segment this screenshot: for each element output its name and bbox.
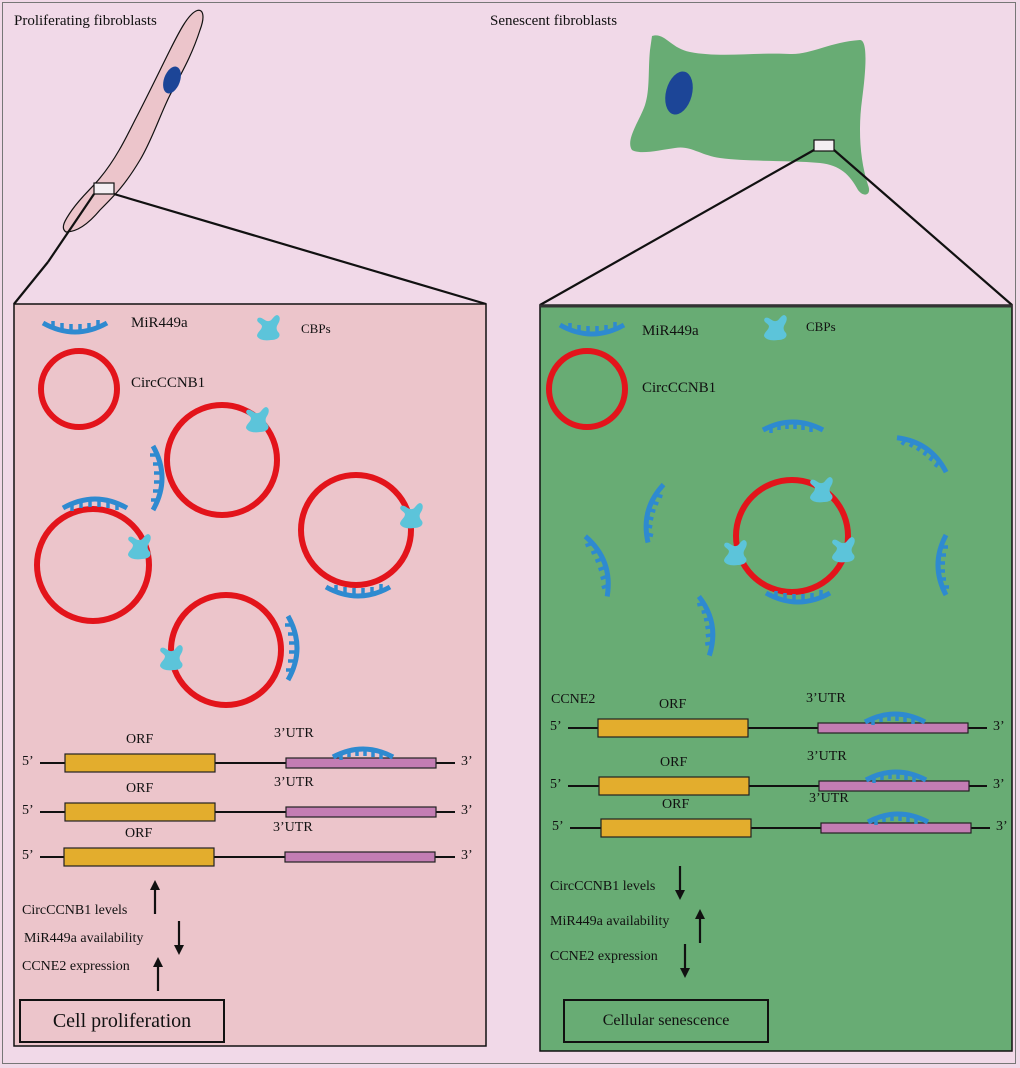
cbp-legend-label: CBPs — [806, 319, 836, 334]
zoom-region-marker-left — [93, 182, 115, 195]
three-prime-label: 3’ — [461, 848, 473, 863]
five-prime-label: 5’ — [550, 777, 562, 792]
gene-diagram — [570, 814, 990, 838]
senescent-cell-nucleus — [665, 71, 693, 115]
orf-label: ORF — [660, 755, 688, 770]
circrna-legend-icon — [546, 348, 628, 430]
circrna-bound — [34, 506, 152, 624]
left-gene-diagrams — [40, 749, 455, 867]
effect-label: CircCCNB1 levels — [22, 903, 128, 918]
orf-box — [597, 718, 749, 738]
circrna-central — [733, 477, 851, 595]
outcome-box-proliferation: Cell proliferation — [19, 999, 225, 1043]
arrow-up-head — [695, 909, 705, 919]
proliferating-cell-title: Proliferating fibroblasts — [14, 13, 157, 29]
five-prime-label: 5’ — [22, 848, 34, 863]
utr-box — [285, 757, 437, 769]
gene-diagram — [40, 749, 455, 773]
effect-label: CCNE2 expression — [22, 959, 130, 974]
utr-label: 3’UTR — [274, 775, 314, 790]
orf-box — [600, 818, 752, 838]
senescent-panel — [539, 304, 1013, 1052]
zoom-region-marker-right — [813, 139, 835, 152]
left-effect-arrows — [150, 880, 184, 991]
orf-box — [63, 847, 215, 867]
effect-label: MiR449a availability — [550, 914, 670, 929]
three-prime-label: 3’ — [993, 777, 1005, 792]
circrna-legend-label: CircCCNB1 — [131, 375, 206, 391]
utr-label: 3’UTR — [273, 820, 313, 835]
gene-diagram — [40, 802, 455, 822]
arrow-down-head — [174, 945, 184, 955]
proliferating-cell-nucleus — [163, 66, 181, 94]
orf-box — [598, 776, 750, 796]
three-prime-label: 3’ — [461, 803, 473, 818]
orf-label: ORF — [126, 732, 154, 747]
orf-box — [64, 802, 216, 822]
senescent-cell-body — [630, 35, 870, 195]
utr-label: 3’UTR — [809, 791, 849, 806]
five-prime-label: 5’ — [22, 803, 34, 818]
mirna-legend-label: MiR449a — [131, 315, 188, 331]
outcome-label: Cell proliferation — [52, 1009, 192, 1032]
arrow-down-head — [680, 968, 690, 978]
utr-box — [818, 780, 970, 792]
mirna-legend-label: MiR449a — [642, 323, 699, 339]
arrow-down-head — [675, 890, 685, 900]
effect-label: CCNE2 expression — [550, 949, 658, 964]
cbp-legend-label: CBPs — [301, 321, 331, 336]
utr-label: 3’UTR — [274, 726, 314, 741]
orf-label: ORF — [662, 797, 690, 812]
outcome-box-senescence: Cellular senescence — [563, 999, 769, 1043]
effect-label: CircCCNB1 levels — [550, 879, 656, 894]
circrna-legend-icon — [38, 348, 120, 430]
utr-box — [284, 851, 436, 863]
gene-name-label: CCNE2 — [551, 692, 596, 707]
circrna-bound — [298, 472, 414, 588]
three-prime-label: 3’ — [996, 819, 1008, 834]
outcome-label: Cellular senescence — [602, 1012, 730, 1029]
circrna-legend-label: CircCCNB1 — [642, 380, 717, 396]
five-prime-label: 5’ — [552, 819, 564, 834]
orf-label: ORF — [126, 781, 154, 796]
right-gene-diagrams — [568, 714, 990, 838]
orf-box — [64, 753, 216, 773]
circrna-bound — [168, 592, 284, 708]
utr-box — [285, 806, 437, 818]
utr-label: 3’UTR — [807, 749, 847, 764]
gene-diagram — [568, 772, 987, 796]
right-effect-arrows — [675, 866, 705, 978]
effect-label: MiR449a availability — [24, 931, 144, 946]
utr-label: 3’UTR — [806, 691, 846, 706]
gene-diagram — [568, 714, 987, 738]
orf-label: ORF — [659, 697, 687, 712]
orf-label: ORF — [125, 826, 153, 841]
three-prime-label: 3’ — [461, 754, 473, 769]
utr-box — [820, 822, 972, 834]
arrow-up-head — [153, 957, 163, 967]
arrow-up-head — [150, 880, 160, 890]
utr-box — [817, 722, 969, 734]
senescent-cell-title: Senescent fibroblasts — [490, 13, 618, 29]
circrna-bound — [164, 402, 280, 518]
five-prime-label: 5’ — [550, 719, 562, 734]
five-prime-label: 5’ — [22, 754, 34, 769]
gene-diagram — [40, 847, 455, 867]
three-prime-label: 3’ — [993, 719, 1005, 734]
